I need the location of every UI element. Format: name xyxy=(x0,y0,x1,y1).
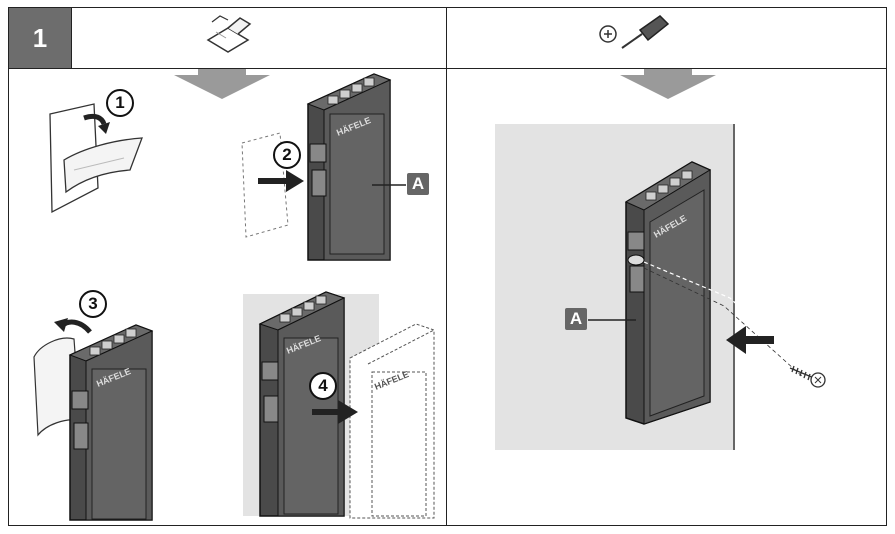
down-arrow-left xyxy=(174,69,270,99)
header-divider xyxy=(8,68,887,69)
instruction-frame xyxy=(8,7,887,526)
adhesive-paper-illustration xyxy=(49,103,143,214)
hafele-device-bottom-mid: HÄFELE xyxy=(258,291,346,517)
peel-arrow-3 xyxy=(54,318,92,334)
hafele-device-bottom-left: HÄFELE xyxy=(33,324,154,521)
sub-step-4-marker: 4 xyxy=(309,372,337,400)
sub-step-1-marker: 1 xyxy=(106,89,134,117)
push-arrow-2 xyxy=(258,170,304,192)
callout-a-left: A xyxy=(407,173,429,195)
badge-separator xyxy=(71,8,72,68)
sub-step-3-marker: 3 xyxy=(79,290,107,318)
dashed-device-outline: HÄFELE xyxy=(349,323,435,519)
callout-line-a-right xyxy=(588,319,636,321)
callout-a-right: A xyxy=(565,308,587,330)
callout-line-a-left xyxy=(372,184,406,186)
hafele-device-top: HÄFELE xyxy=(306,73,392,261)
hafele-device-right: HÄFELE xyxy=(624,161,712,425)
step-number-badge: 1 xyxy=(9,8,71,68)
dashed-outline-panel xyxy=(241,132,289,238)
down-arrow-right xyxy=(620,69,716,99)
screw-icon xyxy=(789,365,826,388)
screwdriver-icon xyxy=(599,15,670,49)
sub-step-2-marker: 2 xyxy=(273,141,301,169)
push-arrow-4 xyxy=(312,400,358,424)
adhesive-tape-icon xyxy=(206,15,252,53)
push-arrow-screw xyxy=(726,326,774,354)
panel-divider-vertical xyxy=(446,7,447,526)
screw-path-lines xyxy=(643,261,811,379)
wall-edge-line xyxy=(733,124,735,450)
